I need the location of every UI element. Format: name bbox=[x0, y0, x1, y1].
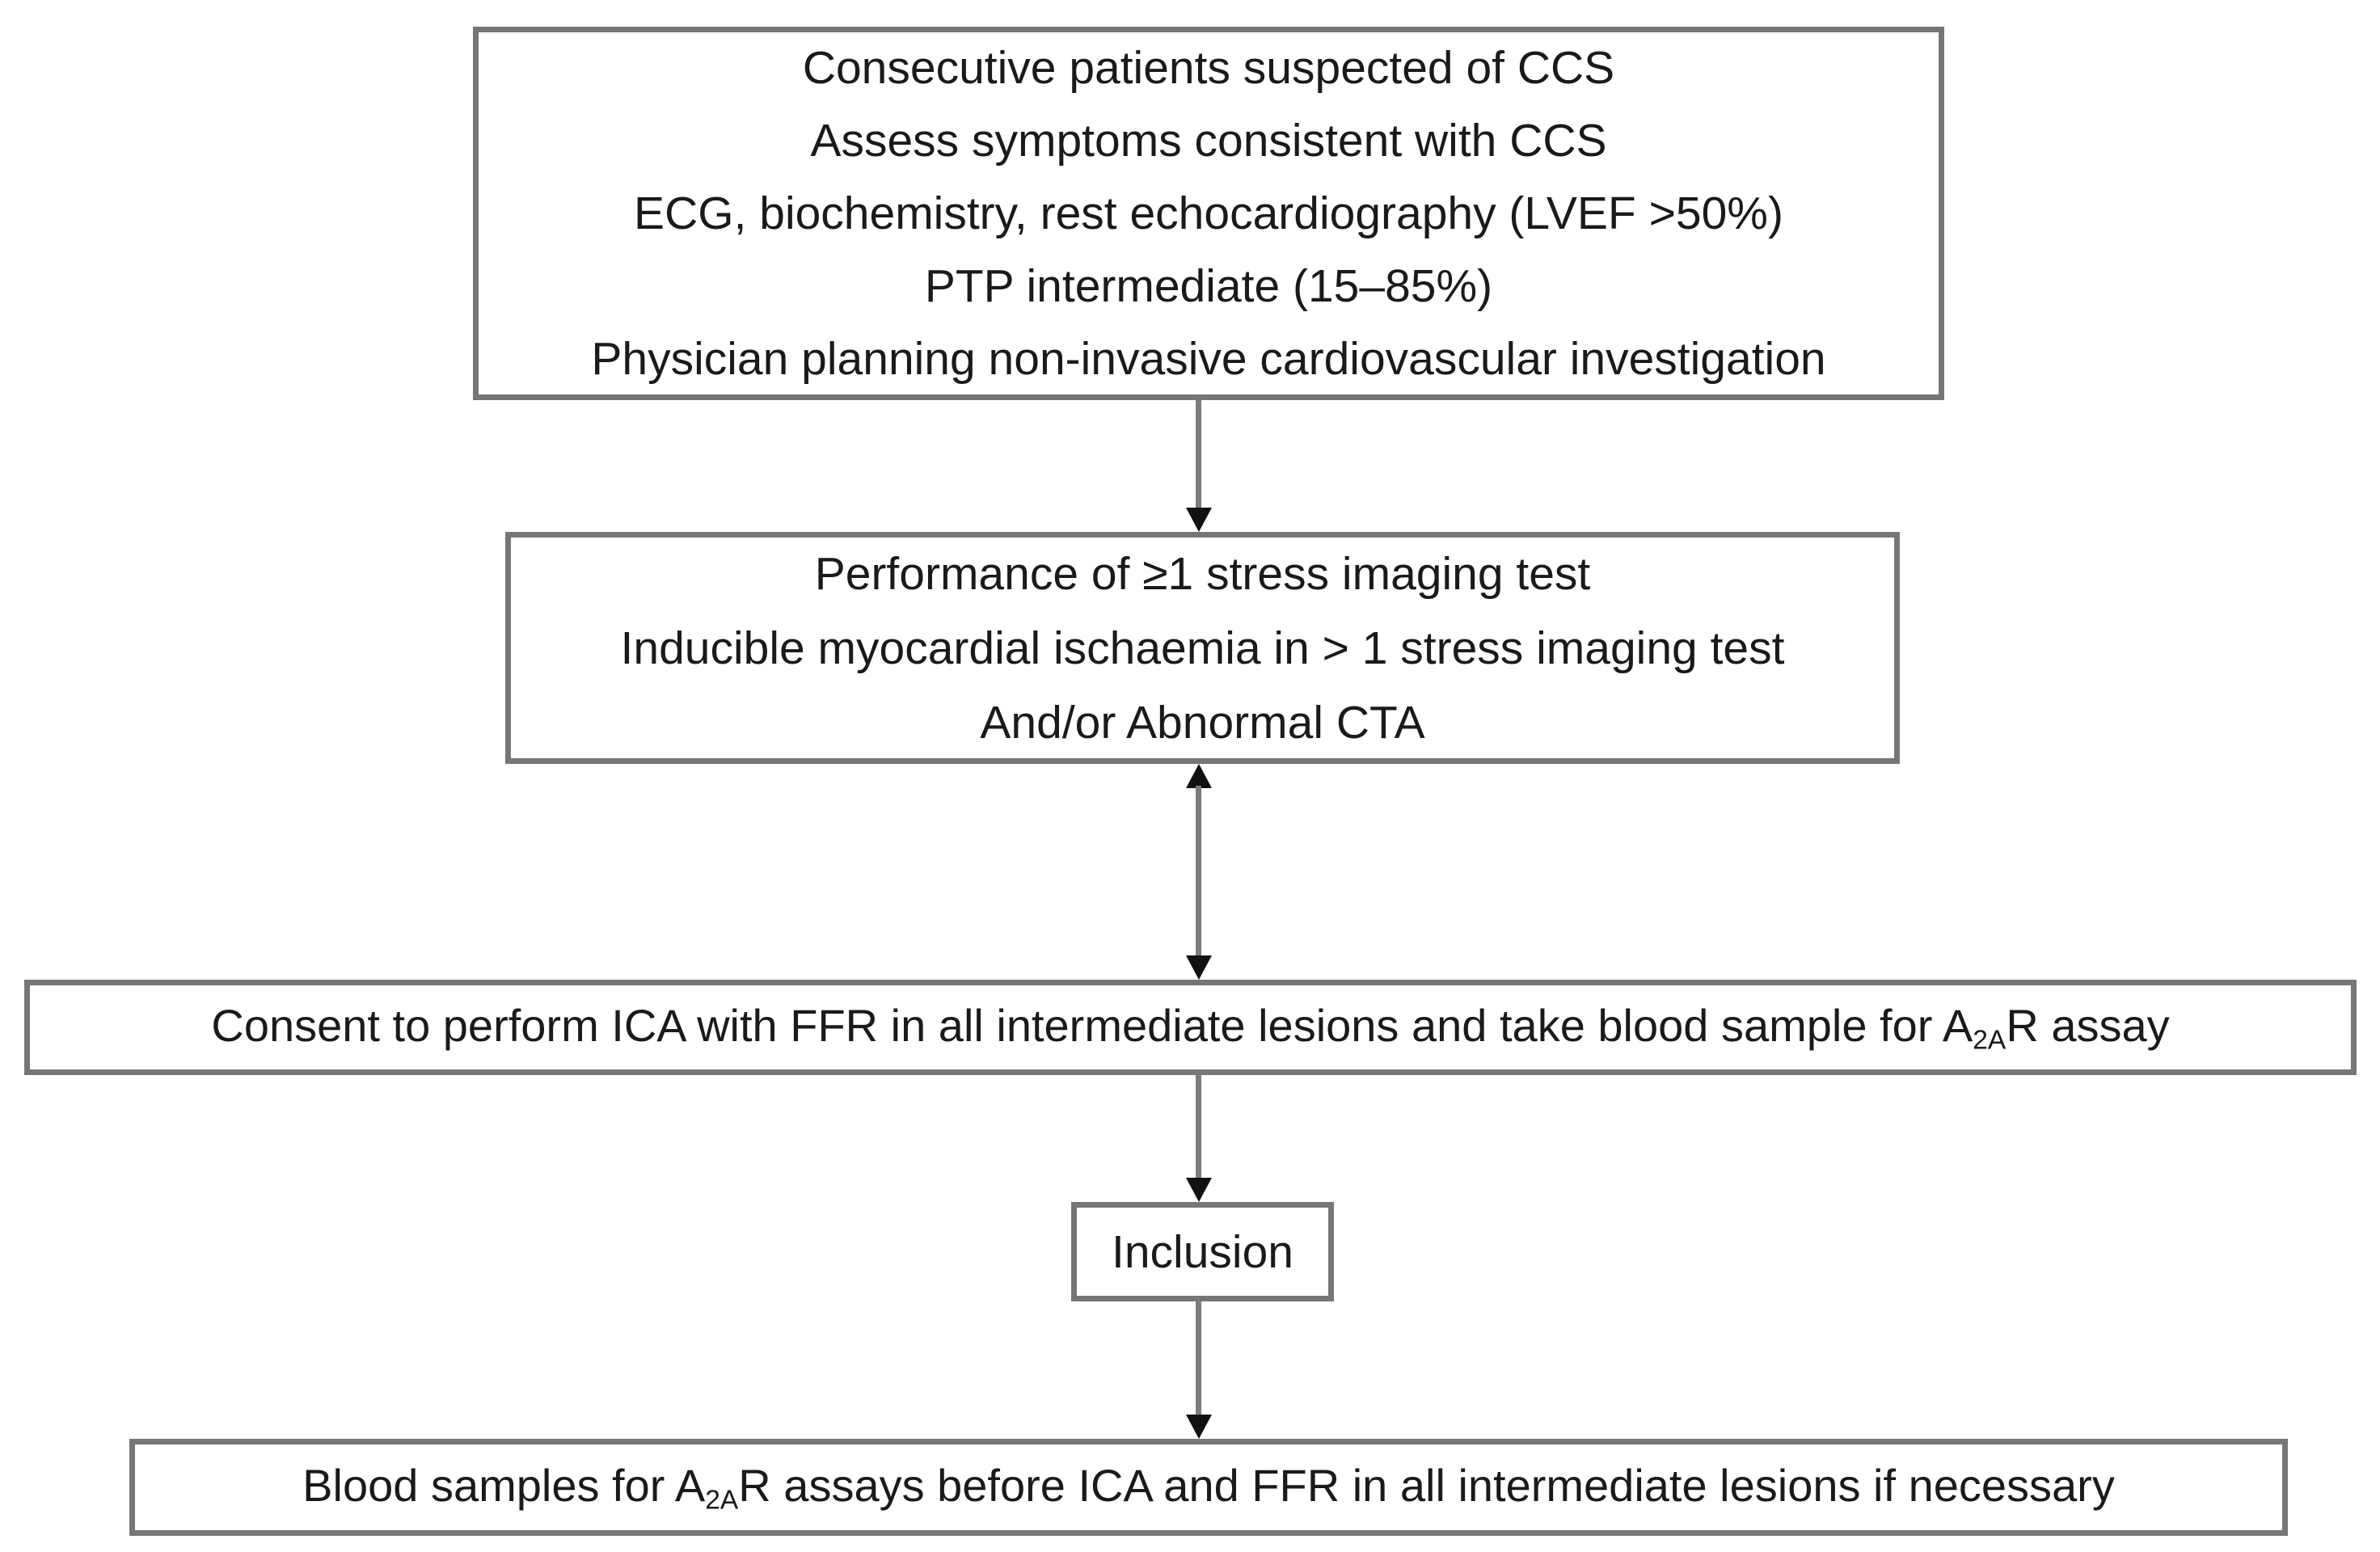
connector-inclusion-to-blood bbox=[1196, 1301, 1201, 1417]
screening-criteria-box: Consecutive patients suspected of CCS As… bbox=[473, 27, 1944, 400]
consent-text: Consent to perform ICA with FFR in all i… bbox=[211, 999, 2169, 1056]
blood-subscript: 2A bbox=[705, 1485, 739, 1516]
stress-imaging-box: Performance of ≥1 stress imaging test In… bbox=[505, 532, 1900, 764]
arrowhead-down-icon bbox=[1186, 508, 1212, 532]
connector-screening-to-stress bbox=[1196, 400, 1201, 510]
blood-samples-box: Blood samples for A2AR assays before ICA… bbox=[129, 1439, 2288, 1536]
arrowhead-up-icon bbox=[1186, 764, 1212, 788]
blood-text: Blood samples for A2AR assays before ICA… bbox=[302, 1459, 2115, 1516]
arrowhead-down-icon bbox=[1186, 1415, 1212, 1439]
blood-text-after: R assays before ICA and FFR in all inter… bbox=[738, 1459, 2115, 1511]
connector-consent-to-inclusion bbox=[1196, 1075, 1201, 1180]
stress-line-1: Performance of ≥1 stress imaging test bbox=[814, 547, 1591, 600]
screening-line-3: ECG, biochemistry, rest echocardiography… bbox=[634, 188, 1783, 239]
inclusion-box: Inclusion bbox=[1071, 1202, 1334, 1301]
consent-subscript: 2A bbox=[1973, 1025, 2007, 1056]
connector-stress-to-consent bbox=[1196, 786, 1201, 958]
blood-text-before: Blood samples for A bbox=[302, 1459, 706, 1511]
stress-line-2: Inducible myocardial ischaemia in > 1 st… bbox=[620, 622, 1785, 674]
screening-line-4: PTP intermediate (15–85%) bbox=[924, 260, 1493, 312]
consent-text-before: Consent to perform ICA with FFR in all i… bbox=[211, 999, 1973, 1051]
arrowhead-down-icon bbox=[1186, 1178, 1212, 1202]
consent-text-after: R assay bbox=[2006, 999, 2170, 1051]
consent-box: Consent to perform ICA with FFR in all i… bbox=[24, 980, 2357, 1075]
screening-line-2: Assess symptoms consistent with CCS bbox=[810, 115, 1607, 167]
screening-line-5: Physician planning non-invasive cardiova… bbox=[591, 333, 1826, 385]
screening-line-1: Consecutive patients suspected of CCS bbox=[802, 42, 1615, 94]
stress-line-3: And/or Abnormal CTA bbox=[980, 696, 1425, 749]
arrowhead-down-icon bbox=[1186, 955, 1212, 980]
inclusion-label: Inclusion bbox=[1112, 1225, 1293, 1278]
